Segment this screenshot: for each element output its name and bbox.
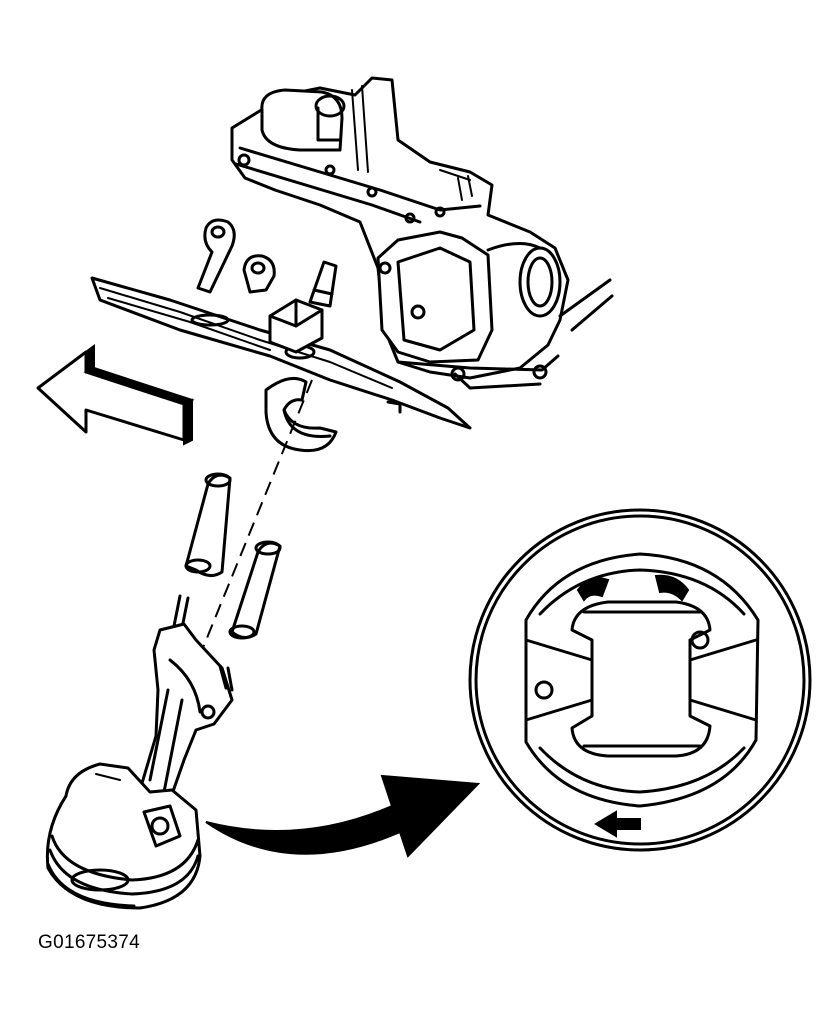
centerline <box>197 379 313 661</box>
left-arrow-icon <box>594 810 641 838</box>
engine-block <box>230 76 614 390</box>
curved-arrow-icon <box>205 774 481 858</box>
connecting-rod <box>138 594 234 802</box>
left-arrow-icon <box>36 344 195 446</box>
bolt-sleeve <box>228 540 282 640</box>
piston-top-detail <box>468 508 812 852</box>
bearing-caps <box>196 218 338 354</box>
bolt-sleeve <box>184 472 232 577</box>
figure-code: G01675374 <box>38 932 141 953</box>
bearing-shell <box>264 376 338 453</box>
piston <box>45 762 202 910</box>
